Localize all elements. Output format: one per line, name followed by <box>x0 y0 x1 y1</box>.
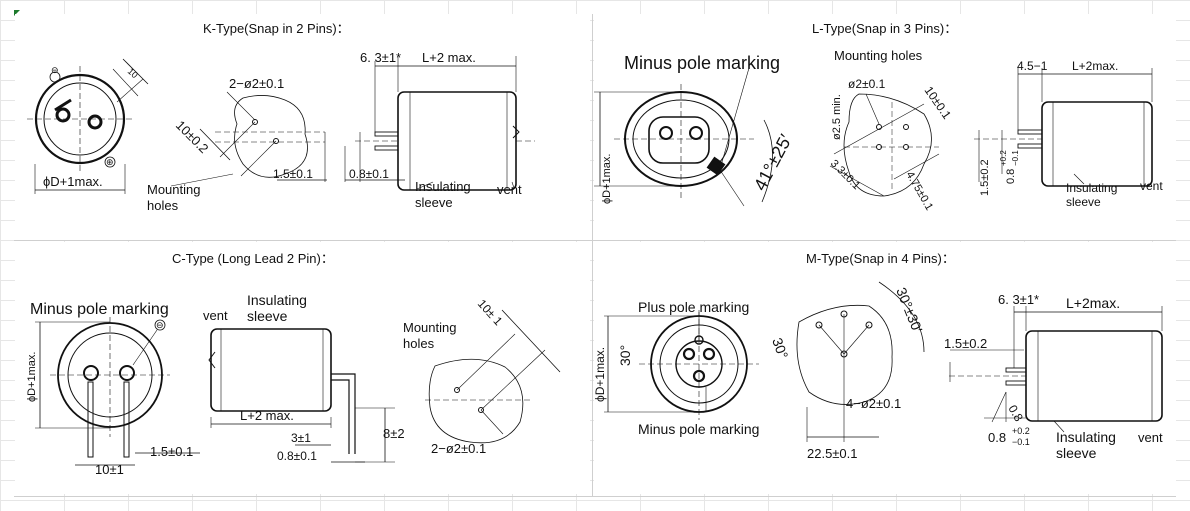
m-type-drawing: Plus pole marking Minus pole marking ϕD+… <box>594 281 1163 461</box>
l-diameter-label: ϕD+1max. <box>601 154 613 204</box>
k-hole-dia-label: 2−ø2±0.1 <box>229 76 284 91</box>
c-pin-15-label: 1.5±0.1 <box>150 444 193 459</box>
c-type-drawing: Minus pole marking ⊖ ϕD+1max. 10±1 1.5±0… <box>26 292 561 477</box>
c-type-title: C-Type (Long Lead 2 Pin)： <box>172 251 334 266</box>
c-body-length-label: L+2 max. <box>240 408 294 423</box>
k-insulating-label: Insulating <box>415 179 471 194</box>
l-hole-dia-label: ø2±0.1 <box>848 77 886 91</box>
l-dim-c-label: 1.5±0.2 <box>979 159 991 196</box>
k-minus-sign: ⊖ <box>51 65 59 75</box>
column-divider <box>592 14 593 496</box>
l-dim-a-label: 3.3±0.1 <box>828 158 862 192</box>
k-lead-length-label: 6. 3±1* <box>360 50 401 65</box>
l-body-length-label: L+2max. <box>1072 59 1118 73</box>
c-pitch-label: 10± 1 <box>475 297 506 329</box>
l-dim-d-tol-down: −0.1 <box>1011 150 1020 166</box>
l-mounting-holes-label: Mounting holes <box>834 48 923 63</box>
m-body-length-label: L+2max. <box>1066 295 1120 311</box>
l-sleeve-label: sleeve <box>1066 195 1101 209</box>
m-dim-d-label: 0.8 <box>988 430 1006 445</box>
c-holes-label: holes <box>403 336 435 351</box>
k-body-length-label: L+2 max. <box>422 50 476 65</box>
m-minus-marking-label: Minus pole marking <box>638 421 759 437</box>
m-dim-08-label: 0.8 <box>1005 403 1026 425</box>
cell-corner-marker <box>14 10 20 16</box>
m-type-panel: M-Type(Snap in 4 Pins)： <box>594 242 1176 494</box>
c-lead-3-label: 3±1 <box>291 431 311 445</box>
k-type-drawing: ⊖ ⊕ ϕD+1max. 10 Mounting holes 2−ø2±0.1 … <box>27 50 535 213</box>
k-side-10-label: 10 <box>126 66 140 80</box>
l-vent-label: vent <box>1140 179 1163 193</box>
c-hole-dia-label: 2−ø2±0.1 <box>431 441 486 456</box>
k-pitch-label: 10±0.2 <box>173 118 212 157</box>
l-min-label: ø2.5 min. <box>831 94 843 140</box>
c-diameter-label: ϕD+1max. <box>26 352 38 402</box>
k-type-title: K-Type(Snap in 2 Pins)： <box>203 21 350 36</box>
c-pitch-10-label: 10±1 <box>95 462 124 477</box>
k-type-panel: K-Type(Snap in 2 Pins)： <box>15 14 590 240</box>
k-diameter-label: ϕD+1max. <box>43 174 103 189</box>
c-type-panel: C-Type (Long Lead 2 Pin)： <box>15 242 590 494</box>
c-mounting-label: Mounting <box>403 320 456 335</box>
l-insulating-label: Insulating <box>1066 181 1117 195</box>
m-insulating-label: Insulating <box>1056 429 1116 445</box>
m-plus-marking-label: Plus pole marking <box>638 299 749 315</box>
l-minus-marking-label: Minus pole marking <box>624 53 780 73</box>
m-holes-label: 4−ø2±0.1 <box>846 396 901 411</box>
m-dim-d-tol-up: +0.2 <box>1012 426 1030 436</box>
c-lead-8-label: 8±2 <box>383 426 405 441</box>
l-angle-label: 41°±25′ <box>750 131 796 194</box>
m-angle-top-label: 30°±30′ <box>893 285 926 335</box>
k-mounting-label: Mounting <box>147 182 200 197</box>
c-sleeve-label: sleeve <box>247 308 288 324</box>
c-vent-label: vent <box>203 308 228 323</box>
m-dim-d-tol-down: −0.1 <box>1012 437 1030 447</box>
l-type-drawing: Minus pole marking ϕD+1max. 41°±25′ Moun… <box>594 48 1163 213</box>
c-insulating-label: Insulating <box>247 292 307 308</box>
k-plus-sign: ⊕ <box>106 157 114 167</box>
bottom-divider <box>14 496 1176 497</box>
m-type-title: M-Type(Snap in 4 Pins)： <box>806 251 955 266</box>
m-pitch-label: 22.5±0.1 <box>807 446 858 461</box>
k-pin-15-label: 1.5±0.1 <box>273 167 313 181</box>
m-sleeve-label: sleeve <box>1056 445 1097 461</box>
l-lead-length-label: 4.5−1 <box>1017 59 1048 73</box>
l-type-panel: L-Type(Snap in 3 Pins)： <box>594 14 1176 240</box>
l-dim-b-label: 4.75±0.1 <box>903 170 935 213</box>
c-minus-sign: ⊖ <box>156 320 164 330</box>
l-pitch-label: 10±0.1 <box>922 84 955 122</box>
row-divider <box>14 240 1176 241</box>
m-dim-15-label: 1.5±0.2 <box>944 336 987 351</box>
l-dim-d-label: 0.8 <box>1005 169 1017 184</box>
m-lead-length-label: 6. 3±1* <box>998 292 1039 307</box>
m-angle-left-label: 30° <box>617 345 633 366</box>
k-vent-label: vent <box>497 182 522 197</box>
m-diameter-label: ϕD+1max. <box>594 347 607 402</box>
k-pin-08-label: 0.8±0.1 <box>349 167 389 181</box>
l-type-title: L-Type(Snap in 3 Pins)： <box>812 21 958 36</box>
m-vent-label: vent <box>1138 430 1163 445</box>
k-holes-label: holes <box>147 198 179 213</box>
c-minus-marking-label: Minus pole marking <box>30 301 169 318</box>
l-dim-d-tol-up: +0.2 <box>999 150 1008 166</box>
m-angle-right-label: 30° <box>769 336 791 361</box>
k-sleeve-label: sleeve <box>415 195 453 210</box>
c-lead-08-label: 0.8±0.1 <box>277 449 317 463</box>
